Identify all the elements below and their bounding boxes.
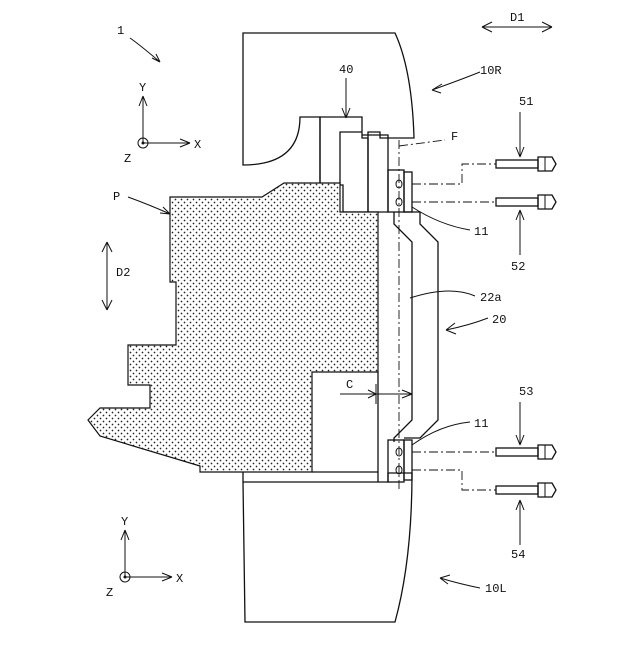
- label-P: P: [113, 190, 120, 204]
- label-20: 20: [492, 313, 506, 327]
- bridge-20-inner: [404, 212, 438, 438]
- leader-10R: [432, 72, 480, 93]
- leader-52: [516, 210, 524, 255]
- tab-clip-upper: [404, 172, 412, 212]
- label-10L: 10L: [485, 582, 507, 596]
- label-52: 52: [511, 260, 525, 274]
- axis-triad-bottom: [120, 530, 172, 582]
- bolt-54: [496, 483, 556, 497]
- axis-top-x-label: X: [194, 138, 201, 152]
- label-C: C: [346, 378, 353, 392]
- leader-20: [446, 318, 488, 334]
- leader-P: [128, 197, 170, 214]
- bolt-axis-51: [412, 164, 496, 184]
- package-P: [88, 183, 378, 472]
- axis-triad-top: [138, 96, 190, 148]
- bolt-53: [496, 445, 556, 459]
- label-54: 54: [511, 548, 525, 562]
- bridge-20: [394, 212, 412, 442]
- label-22a: 22a: [480, 291, 502, 305]
- leader-22a: [410, 291, 475, 298]
- bolt-axis-54: [412, 470, 496, 490]
- axis-top-z-label: Z: [124, 152, 131, 166]
- label-53: 53: [519, 385, 533, 399]
- label-10R: 10R: [480, 64, 502, 78]
- label-40: 40: [339, 63, 353, 77]
- label-11-upper: 11: [474, 225, 488, 239]
- lower-body-10L: [243, 472, 412, 622]
- leader-10L: [440, 575, 480, 588]
- bolt-51: [496, 157, 556, 171]
- leader-11-upper: [412, 207, 470, 230]
- leader-11-lower: [412, 422, 470, 445]
- label-D1: D1: [510, 11, 524, 25]
- axis-bottom-x-label: X: [176, 572, 183, 586]
- plane-F-leader: [399, 140, 445, 146]
- label-F: F: [451, 130, 458, 144]
- leader-54: [516, 500, 524, 545]
- leader-53: [516, 402, 524, 445]
- tab-clip-lower: [404, 440, 412, 480]
- label-1: 1: [117, 24, 124, 38]
- tab-11-upper: [388, 170, 404, 212]
- leader-40: [342, 78, 350, 118]
- label-D2: D2: [116, 266, 130, 280]
- label-51: 51: [519, 95, 533, 109]
- axis-top-y-label: Y: [139, 81, 146, 95]
- leader-51: [516, 112, 524, 157]
- bolt-52: [496, 195, 556, 209]
- tab-11-lower: [388, 440, 404, 482]
- axis-bottom-y-label: Y: [121, 515, 128, 529]
- leader-1: [130, 38, 160, 62]
- d2-double-arrow: [102, 242, 112, 310]
- label-11-lower: 11: [474, 417, 488, 431]
- axis-bottom-z-label: Z: [106, 586, 113, 600]
